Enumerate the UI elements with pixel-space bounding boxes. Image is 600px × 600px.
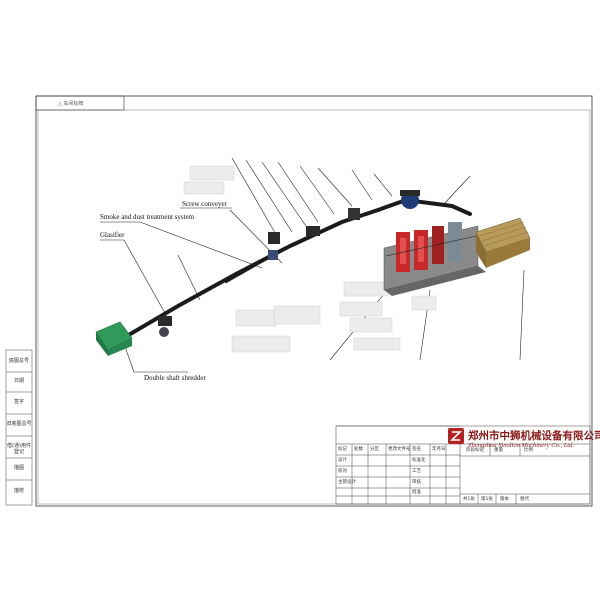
company-name-cn: 郑州市中狮机械设备有限公司 <box>468 430 600 442</box>
tb-r3-0: 校对 <box>338 469 347 474</box>
tb-stage-2: 比例 <box>524 448 533 453</box>
side-cell-4: 借(通)用件登记 <box>7 443 31 455</box>
tb-r1-2: 分区 <box>370 447 379 452</box>
tb-sheet-2: 版本 <box>500 497 509 502</box>
side-cell-0: 底图总号 <box>8 358 29 364</box>
label-glasifier: Glasifier <box>100 231 125 239</box>
side-column <box>5 349 33 506</box>
conveyor-line <box>118 197 472 342</box>
tb-r5-2: 批准 <box>412 490 421 495</box>
side-cell-1: 日期 <box>13 378 24 384</box>
tb-r4-0: 主管设计 <box>338 480 356 485</box>
company-logo <box>448 428 464 444</box>
tb-r1-3: 更改文件号 <box>388 447 411 452</box>
plant-building <box>383 222 486 296</box>
tb-r2-2: 标准化 <box>412 458 426 463</box>
tb-r2-0: 设计 <box>338 458 347 463</box>
tb-r4-2: 审核 <box>412 480 421 485</box>
tab-label: △ 车间标牌 <box>58 101 84 107</box>
side-cell-3: 旧底图总号 <box>6 421 32 427</box>
shredder-unit <box>95 321 133 356</box>
company-name-en: Zhengzhou Sinolion Machinery Co., Ltd. <box>468 442 574 449</box>
tb-r1-4: 签名 <box>412 447 421 452</box>
equipment-units <box>158 190 420 337</box>
side-cell-2: 签字 <box>13 399 24 405</box>
tb-sheet-1: 第1张 <box>481 497 493 502</box>
title-block-grid <box>335 425 591 505</box>
label-smoke-dust: Smoke and dust treatment system <box>100 213 195 221</box>
storage-tank <box>475 217 531 268</box>
side-cell-6: 描校 <box>13 488 24 494</box>
label-shredder: Double shaft shredder <box>144 374 206 382</box>
sheet-inner-border <box>37 109 591 505</box>
tb-r1-1: 处数 <box>354 447 363 452</box>
tb-r1-5: 年月日 <box>432 447 446 452</box>
tab-box <box>35 95 125 111</box>
side-cell-5: 描图 <box>13 465 24 471</box>
tb-r3-2: 工艺 <box>412 469 421 474</box>
tb-stage-1: 重量 <box>494 448 503 453</box>
tb-sheet-0: 共1张 <box>463 497 475 502</box>
ghost-panels <box>183 165 437 353</box>
sheet-outer-border <box>35 95 593 507</box>
tb-stage-0: 阶段标记 <box>466 448 484 453</box>
tb-r1-0: 标记 <box>338 447 347 452</box>
tb-sheet-3: 替代 <box>520 497 529 502</box>
label-screw-conveyor: Screw conveyer <box>182 200 227 208</box>
